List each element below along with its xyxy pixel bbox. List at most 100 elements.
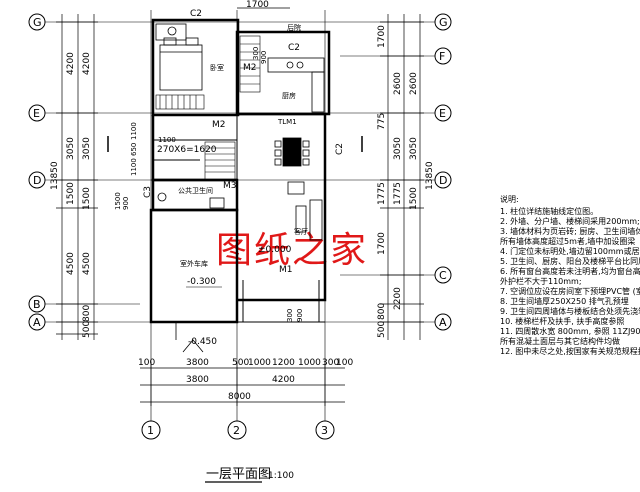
dim-bottom-100-left: 100 xyxy=(138,358,155,368)
drawing-title-block: 一层平面图 1:100 xyxy=(205,467,294,483)
note-item: 10. 楼梯栏杆及扶手, 扶手高度参照 xyxy=(500,317,625,326)
axis-label-d-right: D xyxy=(439,174,447,187)
kitchen-stair xyxy=(239,35,261,93)
dim-bottom-total: 8000 xyxy=(228,392,251,402)
dim-left-4500-b: 4500 xyxy=(82,252,92,275)
watermark-text: 图纸之家 xyxy=(216,230,368,271)
dim-bottom-100-right: 100 xyxy=(336,358,353,368)
label-m2-bed: M2 xyxy=(243,63,257,73)
column-axis-labels: 1 2 3 xyxy=(147,424,328,437)
dim-bottom-3800-a: 3800 xyxy=(186,358,209,368)
dim-right-800: 800 xyxy=(377,303,387,320)
elev-main: ±0.000 xyxy=(258,245,292,255)
dim-left-4200-b: 4200 xyxy=(82,52,92,75)
axis-label-g-right: G xyxy=(439,16,448,29)
axis-label-c-right: C xyxy=(439,269,447,282)
dim-right-1500: 1500 xyxy=(409,187,419,210)
room-toilet: 公共卫生间 xyxy=(178,186,213,195)
elev-outside: -0.450 xyxy=(188,337,217,347)
kitchen-counter xyxy=(267,57,325,113)
label-c3: C3 xyxy=(143,186,153,198)
dim-left-1500-b: 1500 xyxy=(82,187,92,210)
dim-misc-900-a: 900 xyxy=(122,197,130,210)
room-back: 后院 xyxy=(287,23,301,32)
left-dimension-lines xyxy=(56,14,98,340)
living-furniture xyxy=(287,181,323,241)
garage-ramp xyxy=(175,322,204,353)
dim-right-2200: 2200 xyxy=(393,287,403,310)
dim-left-4200-a: 4200 xyxy=(66,52,76,75)
dim-left-3050-a: 3050 xyxy=(66,137,76,160)
dim-top-1700: 1700 xyxy=(246,0,269,10)
axis-label-a-left: A xyxy=(33,316,41,329)
note-item: 4. 门定位未标明处,墙边留100mm或居中 xyxy=(500,247,640,256)
dim-misc-1100-a: 1100 xyxy=(158,136,176,144)
dim-misc-1100-b: 1100 xyxy=(130,158,138,176)
drawing-title: 一层平面图 xyxy=(206,467,271,482)
axis-label-b-left: B xyxy=(33,298,41,311)
dim-misc-1100-c: 1100 xyxy=(130,122,138,140)
elev-garage: -0.300 xyxy=(187,277,216,287)
dim-right-500: 500 xyxy=(377,321,387,338)
label-c2-kitchen: C2 xyxy=(288,43,300,53)
elevation-labels: -0.300 ±0.000 -0.450 xyxy=(186,245,292,347)
dim-left-4500-a: 4500 xyxy=(66,252,76,275)
dim-left-3050-b: 3050 xyxy=(82,137,92,160)
dim-left-1500-a: 1500 xyxy=(66,182,76,205)
note-item: 5. 卫生间、厨房、阳台及楼梯平台比同层楼地面低50 xyxy=(500,257,640,266)
label-m1: M1 xyxy=(279,265,293,275)
note-item: 所有墙体高度超过5m者,墙中加设圈梁 xyxy=(500,237,636,246)
room-dining-door: TLM1 xyxy=(277,118,297,126)
dim-bottom-1000-a: 1000 xyxy=(248,358,271,368)
top-dimension: 1700 xyxy=(237,0,290,10)
dim-misc-1500: 1500 xyxy=(114,192,122,210)
thin-walls xyxy=(153,114,325,323)
note-item: 外护栏不大于110mm; xyxy=(500,277,582,286)
dim-right-1775-b: 1775 xyxy=(393,182,403,205)
note-item: 12. 图中未尽之处,按国家有关规范规程执行 xyxy=(500,347,640,356)
note-item: 9. 卫生间四周墙体与楼板结合处须先浇筑200 xyxy=(500,307,640,316)
dim-right-2600-a: 2600 xyxy=(393,72,403,95)
dining-table xyxy=(274,137,310,167)
dim-bottom-1200: 1200 xyxy=(272,358,295,368)
note-item: 1. 柱位详结施轴线定位图。 xyxy=(500,207,599,216)
dim-misc-300-a: 300 xyxy=(252,47,260,60)
main-stair xyxy=(204,141,236,181)
axis-label-3: 3 xyxy=(321,424,328,437)
axis-label-a-right: A xyxy=(439,316,447,329)
note-item: 11. 四周散水宽 800mm, 参照 11ZJ901 xyxy=(500,327,640,336)
dim-left-total: 13850 xyxy=(50,161,60,190)
dim-bottom-500: 500 xyxy=(232,358,249,368)
label-m3: M3 xyxy=(223,181,237,191)
row-axis-labels-left: G E D B A xyxy=(33,16,42,329)
note-item: 8. 卫生间墙厚250X250 排气孔预埋 xyxy=(500,297,629,306)
dim-misc-300-b: 300 xyxy=(286,309,294,322)
axis-label-g-left: G xyxy=(33,16,42,29)
bottom-dimension-lines xyxy=(140,362,345,406)
axis-label-e-left: E xyxy=(33,107,40,120)
label-c2-top: C2 xyxy=(190,9,202,19)
dim-right-1775-a: 1775 xyxy=(377,182,387,205)
row-axis-labels-right: G F E D C A xyxy=(439,16,448,329)
note-item: 3. 墙体材料为页岩砖; 厨房、卫生间墙体材 xyxy=(500,227,640,236)
door-window-labels: C2 C2 C2 C3 M2 M2 M3 M1 270X6=1620 xyxy=(143,9,345,275)
room-kitchen: 厨房 xyxy=(282,91,296,100)
dim-misc-650: 650 xyxy=(130,143,138,156)
dim-left-500: 500 xyxy=(82,321,92,338)
bed xyxy=(159,37,203,91)
dim-bottom-3800-b: 3800 xyxy=(186,375,209,385)
note-item: 7. 空调位应设在房间室下预埋PVC管 (室外 xyxy=(500,287,640,296)
row-axis-bubbles-left xyxy=(28,13,46,331)
dim-right-3050-b: 3050 xyxy=(409,137,419,160)
dim-right-1700-b: 1700 xyxy=(377,232,387,255)
label-window-size: 270X6=1620 xyxy=(157,145,217,155)
axis-label-f-right: F xyxy=(439,50,445,63)
left-dimension-texts: 4200 4200 3050 3050 1500 1500 4500 4500 … xyxy=(50,52,92,338)
axis-label-e-right: E xyxy=(439,107,446,120)
room-garage: 室外车库 xyxy=(180,259,208,268)
note-item: 所有混凝土面层与其它结构件均做 xyxy=(500,337,620,346)
wardrobe xyxy=(155,94,205,110)
room-bedroom: 卧室 xyxy=(210,63,224,72)
axis-label-1: 1 xyxy=(147,424,154,437)
